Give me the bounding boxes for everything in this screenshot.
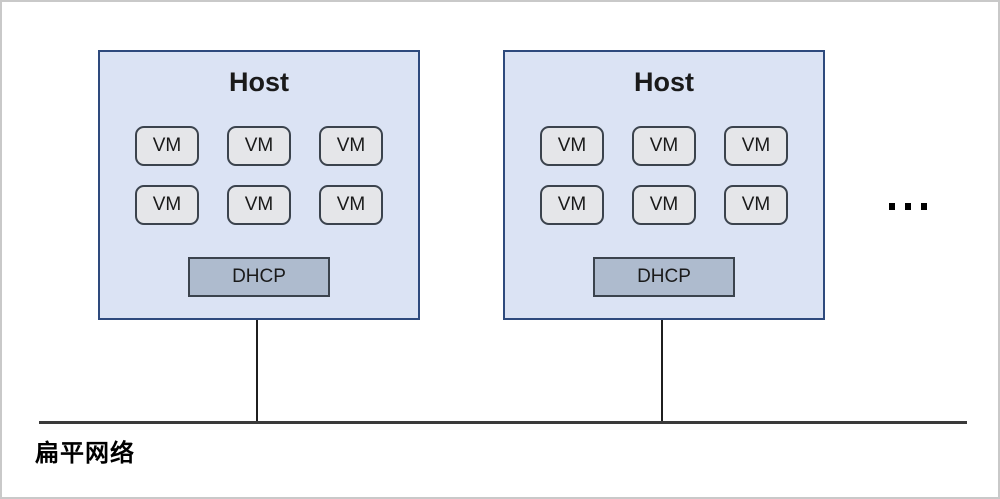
vm-box: VM: [135, 126, 199, 166]
ellipsis-dot: [889, 203, 895, 210]
vm-box: VM: [632, 126, 696, 166]
vm-box: VM: [227, 185, 291, 225]
host-box-1: Host VM VM VM VM VM VM DHCP: [98, 50, 420, 320]
vm-grid: VM VM VM VM VM VM: [540, 126, 788, 225]
vm-box: VM: [724, 185, 788, 225]
host1-network-connector-line: [256, 320, 258, 421]
host-title: Host: [634, 67, 694, 97]
network-label: 扁平网络: [35, 440, 135, 467]
host2-network-connector-line: [661, 320, 663, 421]
dhcp-box: DHCP: [188, 257, 330, 297]
vm-box: VM: [135, 185, 199, 225]
vm-box: VM: [540, 126, 604, 166]
vm-box: VM: [319, 185, 383, 225]
dhcp-box: DHCP: [593, 257, 735, 297]
vm-box: VM: [724, 126, 788, 166]
vm-box: VM: [227, 126, 291, 166]
ellipsis-dot: [905, 203, 911, 210]
host-box-2: Host VM VM VM VM VM VM DHCP: [503, 50, 825, 320]
vm-box: VM: [319, 126, 383, 166]
vm-box: VM: [540, 185, 604, 225]
ellipsis-dot: [921, 203, 927, 210]
more-hosts-ellipsis-icon: [889, 203, 927, 210]
vm-box: VM: [632, 185, 696, 225]
vm-grid: VM VM VM VM VM VM: [135, 126, 383, 225]
network-bus-line: [39, 421, 967, 424]
host-title: Host: [229, 67, 289, 97]
